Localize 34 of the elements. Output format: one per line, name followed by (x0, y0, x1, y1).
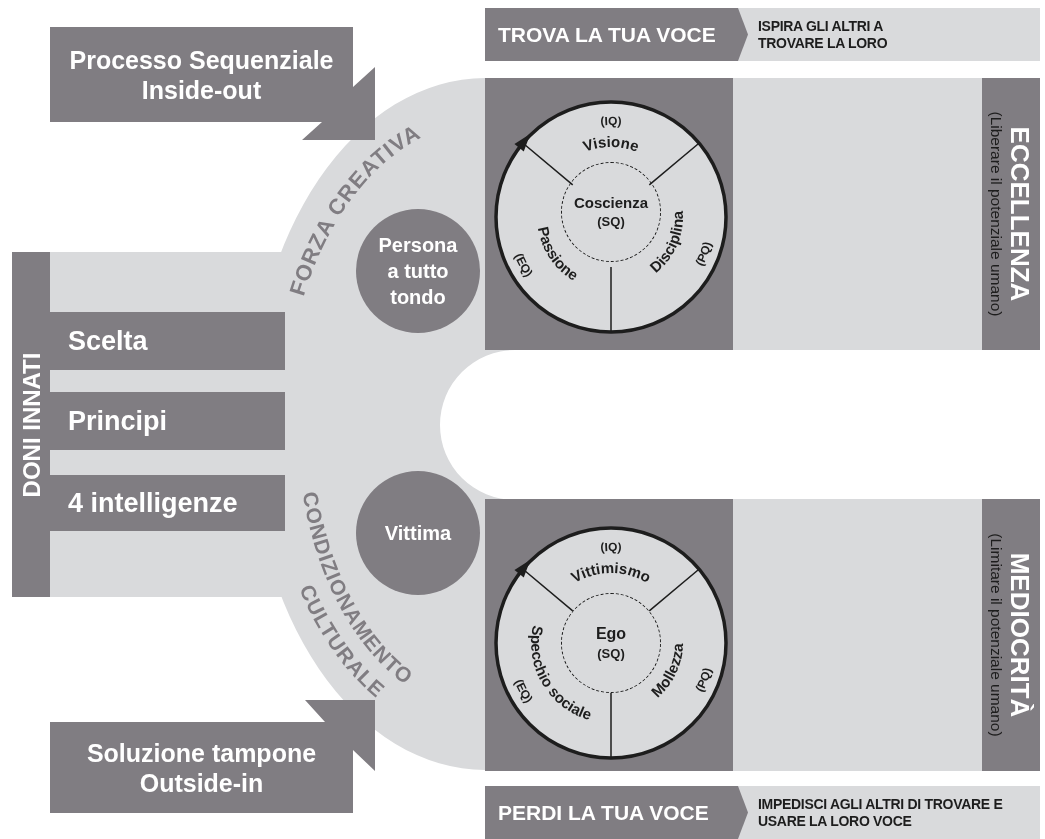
banner-text: ISPIRA GLI ALTRI A TROVARE LA LORO (758, 17, 889, 52)
vertical-title: MEDIOCRITÀ (1005, 552, 1034, 718)
chevron-banner (485, 786, 748, 839)
vertical-bar (12, 252, 50, 597)
segment-label: Visione (580, 132, 642, 155)
vertical-subtitle: (Liberare il potenziale umano) (988, 111, 1006, 317)
banner-title: PERDI LA TUA VOCE (498, 800, 709, 825)
arrow-box (50, 700, 375, 813)
chevron-banner (485, 8, 748, 61)
banner-box (738, 786, 1040, 839)
vertical-title: ECCELLENZA (1005, 126, 1034, 302)
center-text: Ego (595, 624, 627, 644)
segment-code: (IQ) (599, 539, 623, 555)
center-subtext: (SQ) (597, 213, 625, 232)
vertical-bar (982, 78, 1040, 350)
list-item-text: 4 intelligenze (68, 487, 238, 519)
vertical-bar (982, 499, 1040, 771)
list-bar (50, 312, 285, 370)
vertical-title: DONI INNATI (17, 352, 45, 497)
list-bar (50, 475, 285, 531)
vertical-subtitle: (Limitare il potenziale umano) (988, 533, 1006, 737)
banner-text: IMPEDISCI AGLI ALTRI DI TROVARE E USARE LA LORO VOCE (758, 795, 1004, 830)
list-bar (50, 392, 285, 450)
center-subtext: (SQ) (597, 645, 625, 664)
center-text: Coscienza (573, 192, 649, 213)
segment-label: Vittimismo (568, 558, 654, 586)
segment-code: (IQ) (599, 113, 623, 129)
list-item-text: Principi (68, 405, 168, 437)
list-item-text: Scelta (68, 325, 148, 357)
box-text: Processo Sequenziale Inside-out (68, 44, 335, 105)
circle-text: Persona a tutto tondo (377, 233, 459, 310)
banner-title: TROVA LA TUA VOCE (498, 22, 716, 47)
box-text: Soluzione tampone Outside-in (85, 737, 318, 798)
banner-box (738, 8, 1040, 61)
